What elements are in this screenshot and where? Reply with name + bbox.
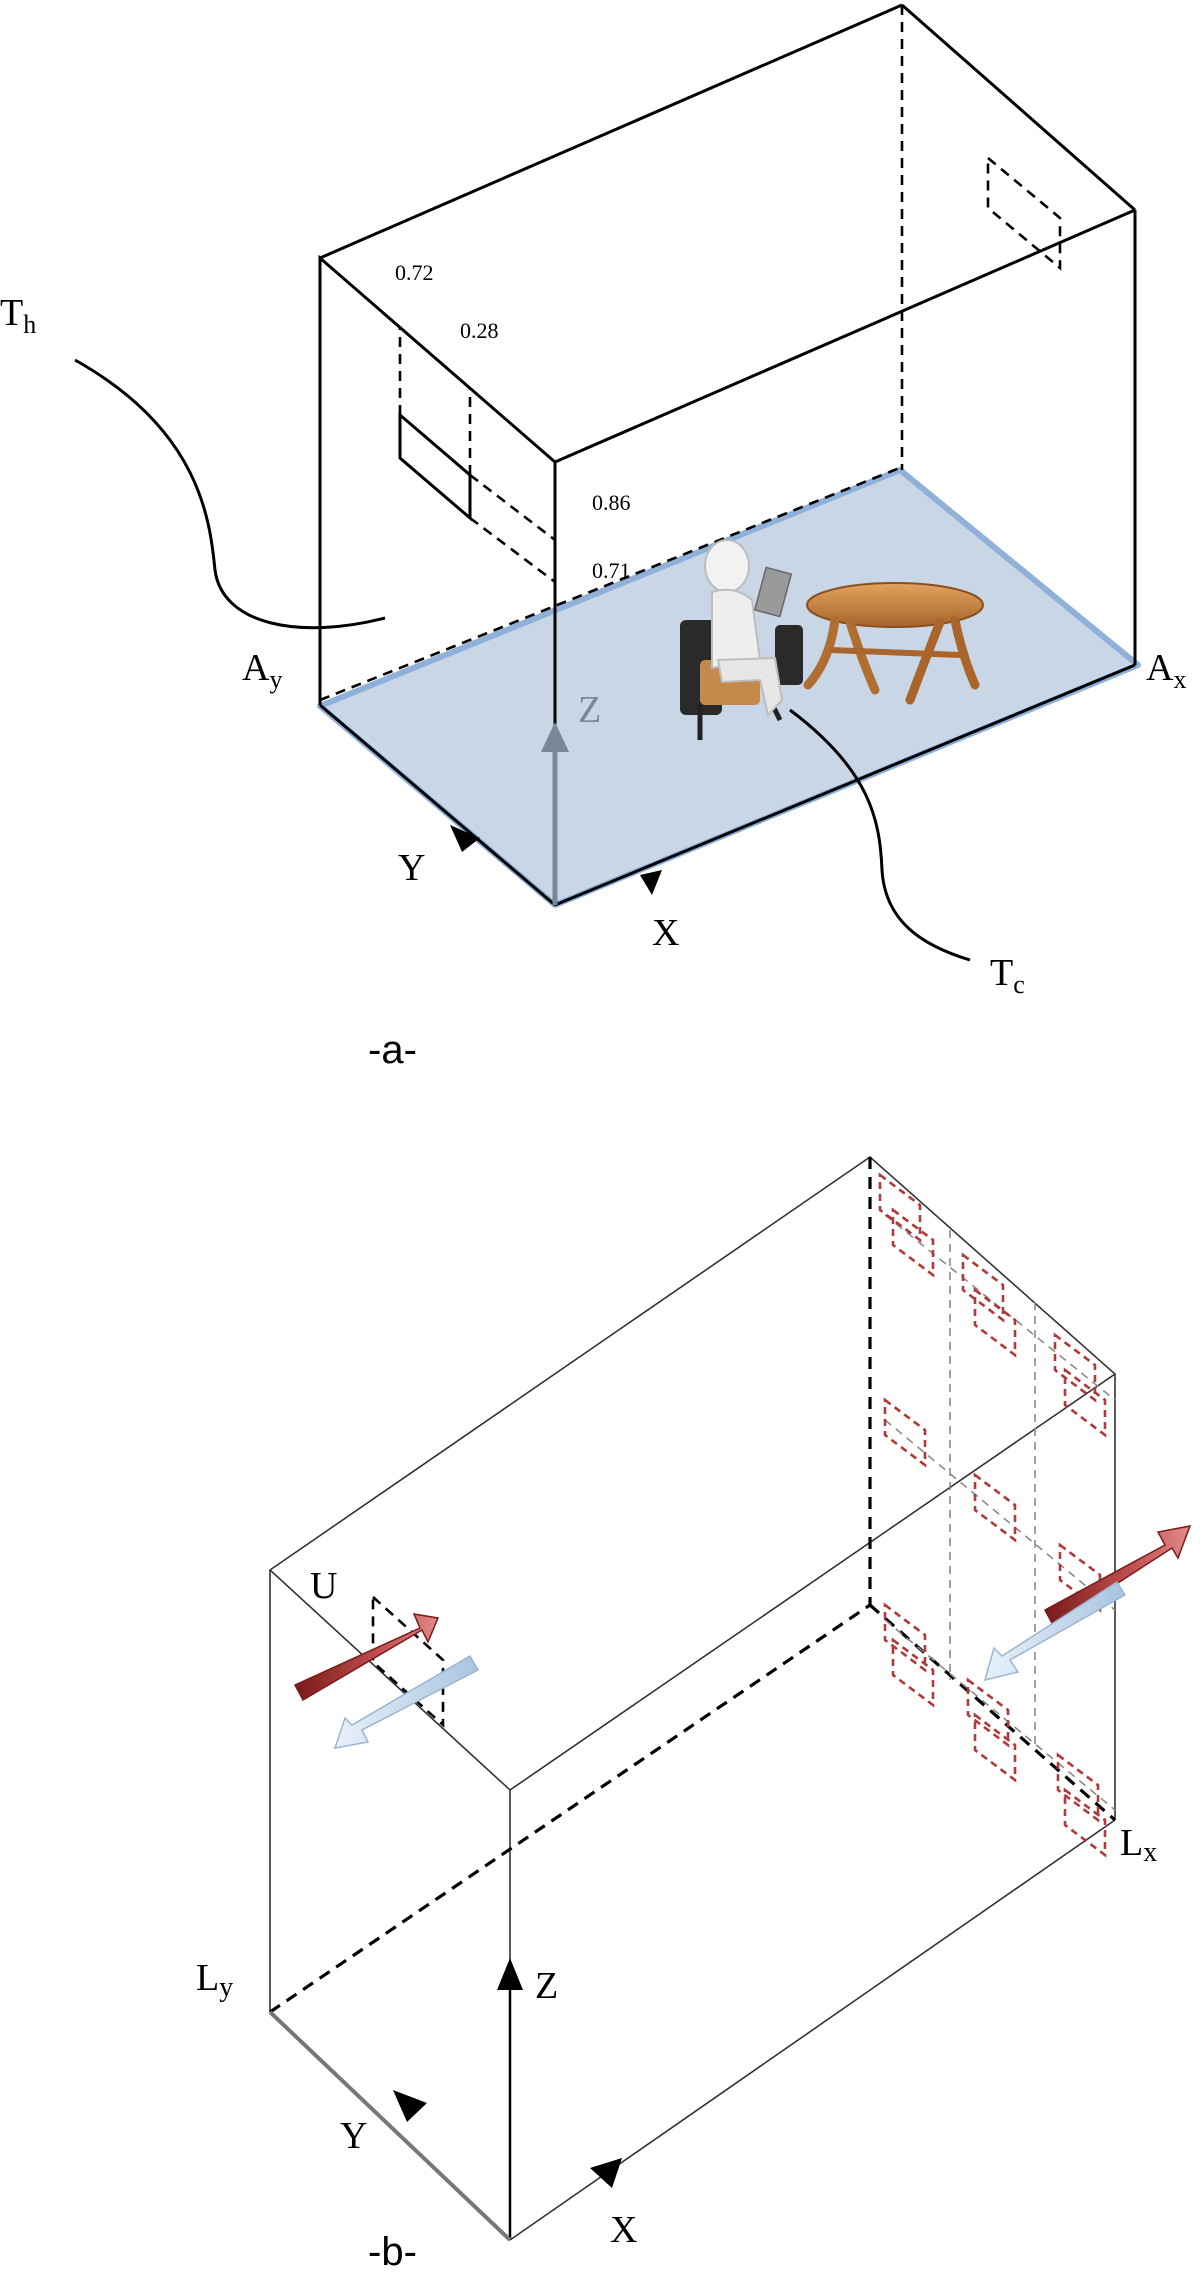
- vent-openings: [878, 1172, 1107, 1858]
- outlet-cool-arrow: [983, 1580, 1127, 1682]
- room-box-b: [268, 1155, 1117, 2241]
- tc-leader-line: [789, 708, 971, 962]
- inlet-window-b: [371, 1594, 445, 1728]
- th-label: Th: [0, 292, 36, 339]
- inlet-window: [398, 328, 556, 584]
- z-axis-a: [541, 722, 569, 905]
- z-axis-label-b: Z: [535, 1965, 558, 2007]
- ly-label: Ly: [196, 1957, 233, 2003]
- y-axis-label-b: Y: [340, 2115, 367, 2157]
- x-axis-arrow-a: [640, 870, 662, 895]
- y-axis-label-a: Y: [398, 847, 425, 889]
- ay-label: Ay: [242, 647, 282, 694]
- dimension-label: 0.72: [395, 260, 434, 285]
- inlet-warm-arrow: [293, 1613, 440, 1702]
- y-axis-line-b: [268, 2010, 512, 2242]
- diagram-a: 0.72 0.28 0.86 0.71 Th Tc Ay Ax: [0, 3, 1186, 1072]
- ax-label: Ax: [1146, 647, 1186, 694]
- vent-grid-lines: [884, 1214, 1116, 1811]
- diagram-b: U Ly Lx Z Y X -b-: [196, 1155, 1192, 2272]
- caption-b: -b-: [368, 2230, 417, 2272]
- seated-person-icon: [680, 539, 803, 740]
- dimension-label: 0.86: [592, 490, 631, 515]
- z-axis-b: [497, 1958, 523, 2240]
- x-axis-arrow-b: [590, 2158, 622, 2188]
- dimension-label: 0.28: [460, 318, 499, 343]
- table-icon: [803, 582, 984, 705]
- u-label: U: [310, 1565, 337, 1607]
- lx-label: Lx: [1120, 1822, 1157, 1868]
- y-axis-arrow-a: [450, 825, 480, 852]
- inlet-cool-arrow: [333, 1654, 480, 1749]
- th-leader-line: [74, 358, 386, 630]
- x-axis-label-a: X: [652, 912, 679, 954]
- dimension-label: 0.71: [592, 558, 631, 583]
- y-axis-arrow-b: [393, 2090, 427, 2122]
- x-axis-label-b: X: [610, 2209, 637, 2251]
- outlet-warm-arrow: [1043, 1525, 1192, 1627]
- outlet-window: [986, 155, 1062, 271]
- room-box-a: [318, 3, 1137, 907]
- z-axis-label-a: Z: [578, 689, 601, 731]
- caption-a: -a-: [368, 1028, 417, 1072]
- tc-label: Tc: [990, 952, 1025, 999]
